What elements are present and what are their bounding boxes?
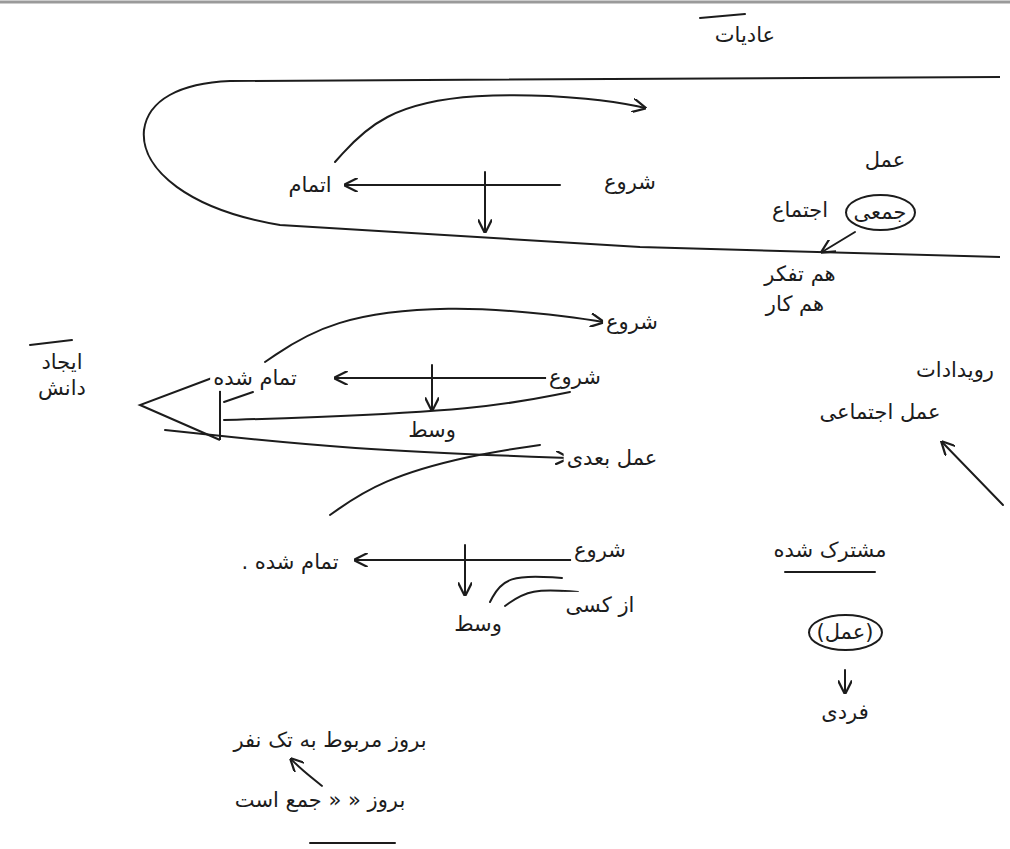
handwritten-note: عمل اجتماعی xyxy=(817,399,944,425)
handwritten-note: اجتماع xyxy=(769,197,831,223)
handwritten-note: عمل بعدی xyxy=(564,445,661,471)
handwritten-note: هم تفکر xyxy=(761,261,838,287)
node-text: عادیات xyxy=(715,22,775,48)
hand-arrow xyxy=(345,184,560,186)
hand-stroke xyxy=(330,445,540,515)
hand-stroke xyxy=(310,842,395,844)
node-text: ایجاد دانش xyxy=(23,349,101,402)
hand-stroke xyxy=(224,392,570,420)
handwritten-note: فردی xyxy=(818,699,871,725)
circled-word: (عمل) xyxy=(808,614,883,651)
node-text: جمعی xyxy=(854,199,907,225)
handwritten-note: وسط xyxy=(451,611,505,637)
page-edge xyxy=(0,1,1010,4)
handwritten-note: بروز « « جمع است xyxy=(232,787,408,813)
hand-stroke xyxy=(30,340,72,345)
handwritten-note: تمام شده xyxy=(210,365,300,391)
hand-arrow xyxy=(265,309,603,362)
hand-stroke xyxy=(785,571,875,573)
handwritten-note: شروع xyxy=(546,364,604,390)
handwritten-note: رویدادات xyxy=(913,357,997,383)
hand-arrow xyxy=(291,759,322,786)
circled-word: جمعی xyxy=(845,194,916,231)
band-outline xyxy=(144,77,1000,257)
handwritten-note: شروع xyxy=(601,169,659,195)
handwritten-note: هم کار xyxy=(763,291,827,317)
handwritten-note: بروز مربوط به تک نفر xyxy=(230,727,429,753)
circle-outline xyxy=(846,195,915,230)
handwritten-note: شروع xyxy=(603,309,661,335)
hand-arrow xyxy=(844,670,846,693)
handwritten-note: وسط xyxy=(405,417,459,443)
hand-arrow xyxy=(335,95,645,162)
handwritten-note: از کسی xyxy=(563,592,638,618)
hand-arrow xyxy=(942,442,1003,505)
hand-stroke xyxy=(224,392,253,402)
handwritten-note: مشترک شده xyxy=(771,537,890,563)
hand-arrow xyxy=(431,365,433,410)
hand-stroke xyxy=(490,577,562,602)
hand-arrow xyxy=(484,172,486,232)
knowledge-funnel: ایجاد دانش xyxy=(15,345,230,450)
hand-arrow xyxy=(464,545,466,595)
node-text: (عمل) xyxy=(817,619,874,645)
circle-outline xyxy=(809,615,882,650)
handwritten-note: عمل xyxy=(862,147,909,173)
handwritten-note: اتمام xyxy=(285,172,334,198)
triangle-outline xyxy=(140,375,220,440)
hand-arrow xyxy=(355,559,572,561)
hand-arrow xyxy=(822,232,855,252)
hand-arrow xyxy=(335,377,548,379)
hand-arrow xyxy=(165,430,568,458)
hand-stroke xyxy=(700,14,745,18)
handwritten-note: تمام شده . xyxy=(238,549,341,575)
handwritten-note: شروع xyxy=(571,537,629,563)
